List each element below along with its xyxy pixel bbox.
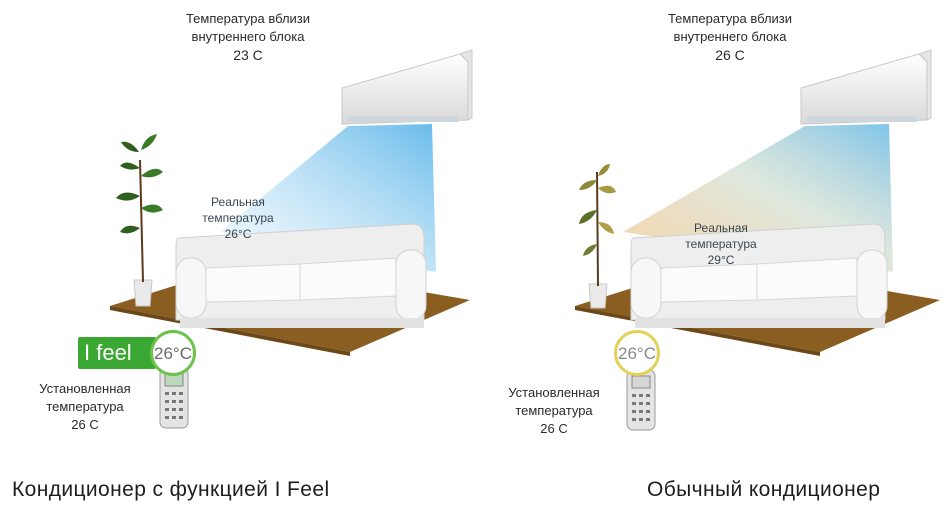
- real-temp-value: 29°С: [707, 253, 735, 267]
- real-temp-line-1: Реальная: [694, 221, 748, 235]
- plant-icon: [579, 164, 616, 309]
- unit-temp-value: 23 С: [233, 47, 263, 63]
- set-temp-line-2: температура: [46, 399, 124, 414]
- real-temp-line-2: температура: [202, 211, 274, 225]
- remote-control-icon: [159, 367, 189, 429]
- caption-regular: Обычный кондиционер: [647, 478, 881, 501]
- set-temp-label: Установленная температура 26 С: [479, 384, 629, 438]
- unit-temp-line-1: Температура вблизи: [667, 11, 793, 26]
- real-temp-line-2: температура: [685, 237, 757, 251]
- scene-ifeel: [110, 49, 473, 429]
- set-temp-label: Установленная температура 26 С: [10, 380, 160, 434]
- unit-temp-line-2: внутреннего блока: [673, 29, 787, 44]
- sofa-icon: [175, 223, 427, 328]
- real-temp-label: Реальная температура 26°С: [168, 194, 308, 242]
- set-temp-value: 26 С: [71, 417, 99, 432]
- unit-temp-label: Температура вблизи внутреннего блока 26 …: [620, 10, 840, 64]
- real-temp-label: Реальная температура 29°С: [651, 220, 791, 268]
- panel-regular: Температура вблизи внутреннего блока 26 …: [475, 0, 950, 513]
- set-temp-line-1: Установленная: [508, 385, 600, 400]
- unit-temp-value: 26 С: [715, 47, 745, 63]
- remote-temp-bubble: 26°С: [614, 330, 660, 376]
- ifeel-badge: I feel: [78, 337, 156, 369]
- unit-temp-label: Температура вблизи внутреннего блока 23 …: [138, 10, 358, 64]
- air-conditioner-icon: [341, 49, 473, 125]
- sofa-icon: [630, 223, 888, 328]
- air-conditioner-icon: [800, 49, 932, 125]
- set-temp-line-2: температура: [515, 403, 593, 418]
- set-temp-value: 26 С: [540, 421, 568, 436]
- panel-ifeel: Температура вблизи внутреннего блока 23 …: [10, 10, 473, 501]
- scene-regular: [575, 49, 940, 431]
- unit-temp-line-2: внутреннего блока: [191, 29, 305, 44]
- unit-temp-line-1: Температура вблизи: [185, 11, 311, 26]
- remote-temp-bubble: 26°С: [150, 330, 196, 376]
- plant-icon: [116, 134, 163, 307]
- caption-ifeel: Кондиционер с функцией I Feel: [12, 478, 330, 501]
- remote-control-icon: [626, 369, 656, 431]
- set-temp-line-1: Установленная: [39, 381, 131, 396]
- real-temp-line-1: Реальная: [211, 195, 265, 209]
- real-temp-value: 26°С: [224, 227, 252, 241]
